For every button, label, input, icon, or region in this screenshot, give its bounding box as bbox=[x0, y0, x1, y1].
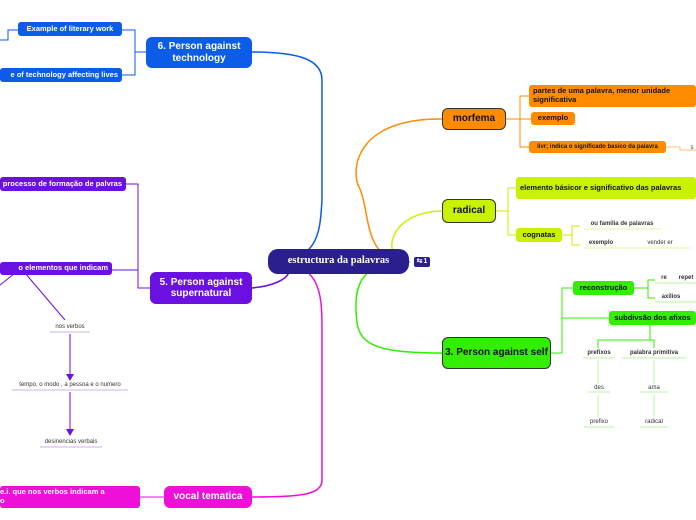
cognatas-familia[interactable]: ou familia de palavras bbox=[590, 220, 654, 227]
chain-desinencias[interactable]: desinencias verbais bbox=[44, 438, 98, 445]
subdivisao-primitiva[interactable]: palabra primitiva bbox=[629, 349, 679, 356]
morfema-child-livr[interactable]: livr; indica o significado basico da pal… bbox=[529, 141, 666, 153]
reconstrucao-re[interactable]: re bbox=[661, 275, 667, 282]
subdivisao-prefixos[interactable]: prefixos bbox=[587, 349, 611, 356]
link-icon: ⇆ bbox=[416, 257, 423, 265]
topic-supernatural[interactable]: 5. Person against supernatural bbox=[150, 272, 252, 304]
vocal-child[interactable]: e.i. que nos verbos indicam a o bbox=[0, 486, 140, 508]
topic-technology[interactable]: 6. Person against technology bbox=[146, 37, 252, 68]
topic-radical[interactable]: radical bbox=[442, 199, 496, 223]
central-topic[interactable]: estructura da palavras bbox=[268, 249, 409, 274]
badge-count: 1 bbox=[423, 257, 428, 265]
radical-child-cognatas[interactable]: cognatas bbox=[516, 228, 562, 242]
reconstrucao-repet[interactable]: repet bbox=[678, 275, 694, 282]
topic-vocal-tematica[interactable]: vocal tematica bbox=[164, 486, 252, 508]
chain-tempo-modo[interactable]: tempo, o modo , a pessoa e o numero bbox=[19, 381, 121, 388]
prefixos-des[interactable]: des bbox=[594, 385, 604, 392]
topic-morfema[interactable]: morfema bbox=[442, 108, 506, 130]
cognatas-exemplo[interactable]: exemplo bbox=[588, 239, 614, 246]
primitiva-radical[interactable]: radical bbox=[645, 419, 663, 426]
primitiva-ama[interactable]: ama bbox=[648, 385, 660, 392]
prefixos-prefixo[interactable]: prefixo bbox=[589, 419, 608, 426]
reconstrucao-axilios[interactable]: axilios bbox=[661, 294, 681, 301]
morfema-leaf[interactable]: s bbox=[690, 144, 694, 151]
self-child-subdivisao[interactable]: subdivsão dos afixos bbox=[609, 311, 696, 325]
technology-child-example[interactable]: Example of literary work bbox=[18, 22, 122, 36]
self-child-reconstrucao[interactable]: reconstrução bbox=[573, 281, 634, 295]
supernatural-child-formation[interactable]: processo de formação de palvras bbox=[0, 177, 126, 191]
morfema-child-exemplo[interactable]: exemplo bbox=[531, 112, 575, 125]
radical-child-definition[interactable]: elemento básicor e significativo das pal… bbox=[516, 177, 696, 199]
morfema-child-definition[interactable]: partes de uma palavra, menor unidade sig… bbox=[529, 85, 696, 107]
cognatas-exemplo-leaf[interactable]: vender er bbox=[647, 239, 673, 246]
technology-child-affecting[interactable]: e of technology affecting lives bbox=[0, 68, 122, 82]
link-count-badge[interactable]: ⇆1 bbox=[414, 257, 430, 267]
chain-nos-verbos[interactable]: nos verbos bbox=[55, 323, 85, 330]
topic-self[interactable]: 3. Person against self bbox=[442, 337, 551, 369]
supernatural-child-elements[interactable]: o elementos que indicam bbox=[0, 262, 112, 275]
